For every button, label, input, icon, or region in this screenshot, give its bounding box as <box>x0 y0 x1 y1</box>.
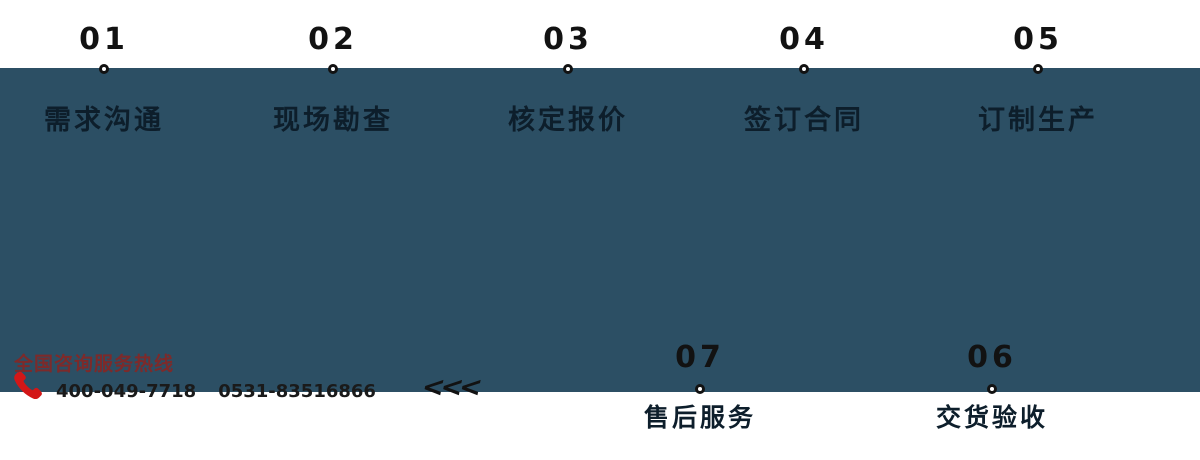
step-number: 07 <box>675 340 725 375</box>
process-step-02: 02 现场勘查 <box>223 22 443 137</box>
step-node-dot <box>987 384 997 394</box>
step-label: 订制生产 <box>978 105 1098 136</box>
hotline-label: 全国咨询服务热线 <box>14 353 175 375</box>
process-step-07: 07 售后服务 <box>590 340 810 434</box>
step-node-dot <box>99 64 109 74</box>
step-number: 06 <box>967 340 1017 375</box>
process-step-04: 04 签订合同 <box>694 22 914 137</box>
process-step-05: 05 订制生产 <box>928 22 1148 137</box>
step-label: 需求沟通 <box>44 105 164 136</box>
step-number: 01 <box>79 22 129 57</box>
step-number: 03 <box>543 22 593 57</box>
step-label: 售后服务 <box>643 403 756 432</box>
step-node-dot <box>328 64 338 74</box>
step-label: 签订合同 <box>744 105 864 136</box>
hotline-phone-2: 0531-83516866 <box>218 381 376 402</box>
step-node-dot <box>563 64 573 74</box>
step-node-dot <box>1033 64 1043 74</box>
step-label: 交货验收 <box>935 403 1048 432</box>
step-node-dot <box>799 64 809 74</box>
process-step-01: 01 需求沟通 <box>0 22 214 137</box>
hotline-phone-1: 400-049-7718 <box>56 381 197 402</box>
hotline-phone-numbers: 400-049-7718 0531-83516866 <box>56 381 376 402</box>
phone-icon <box>12 370 42 400</box>
process-step-03: 03 核定报价 <box>458 22 678 137</box>
step-number: 02 <box>308 22 358 57</box>
step-label: 现场勘查 <box>273 105 393 136</box>
step-node-dot <box>695 384 705 394</box>
step-number: 04 <box>779 22 829 57</box>
process-band-background <box>0 68 1200 392</box>
process-step-06: 06 交货验收 <box>882 340 1102 434</box>
flow-left-arrows-icon: <<< <box>418 372 482 403</box>
step-label: 核定报价 <box>508 105 628 136</box>
step-number: 05 <box>1013 22 1063 57</box>
